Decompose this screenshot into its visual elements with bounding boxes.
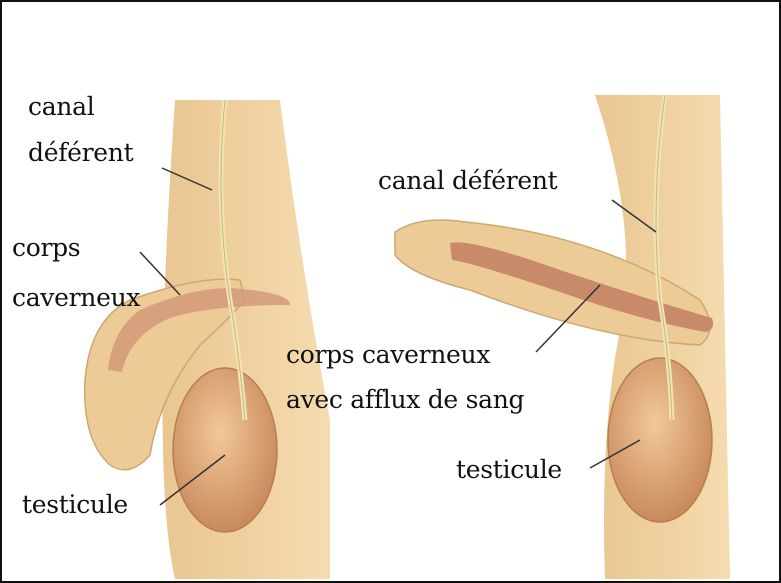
left-gland bbox=[173, 368, 277, 532]
label-left-duct-line2: déférent bbox=[28, 138, 133, 168]
right-gland bbox=[608, 358, 712, 522]
label-left-duct-line1: canal bbox=[28, 92, 94, 122]
label-right-chamber-line2: avec afflux de sang bbox=[286, 385, 524, 415]
label-right-duct: canal déférent bbox=[378, 166, 557, 196]
label-left-chamber-line1: corps bbox=[12, 233, 80, 263]
label-left-chamber-line2: caverneux bbox=[12, 283, 140, 313]
label-right-gland: testicule bbox=[456, 455, 562, 485]
label-left-gland: testicule bbox=[22, 490, 128, 520]
label-right-chamber-line1: corps caverneux bbox=[286, 340, 490, 370]
